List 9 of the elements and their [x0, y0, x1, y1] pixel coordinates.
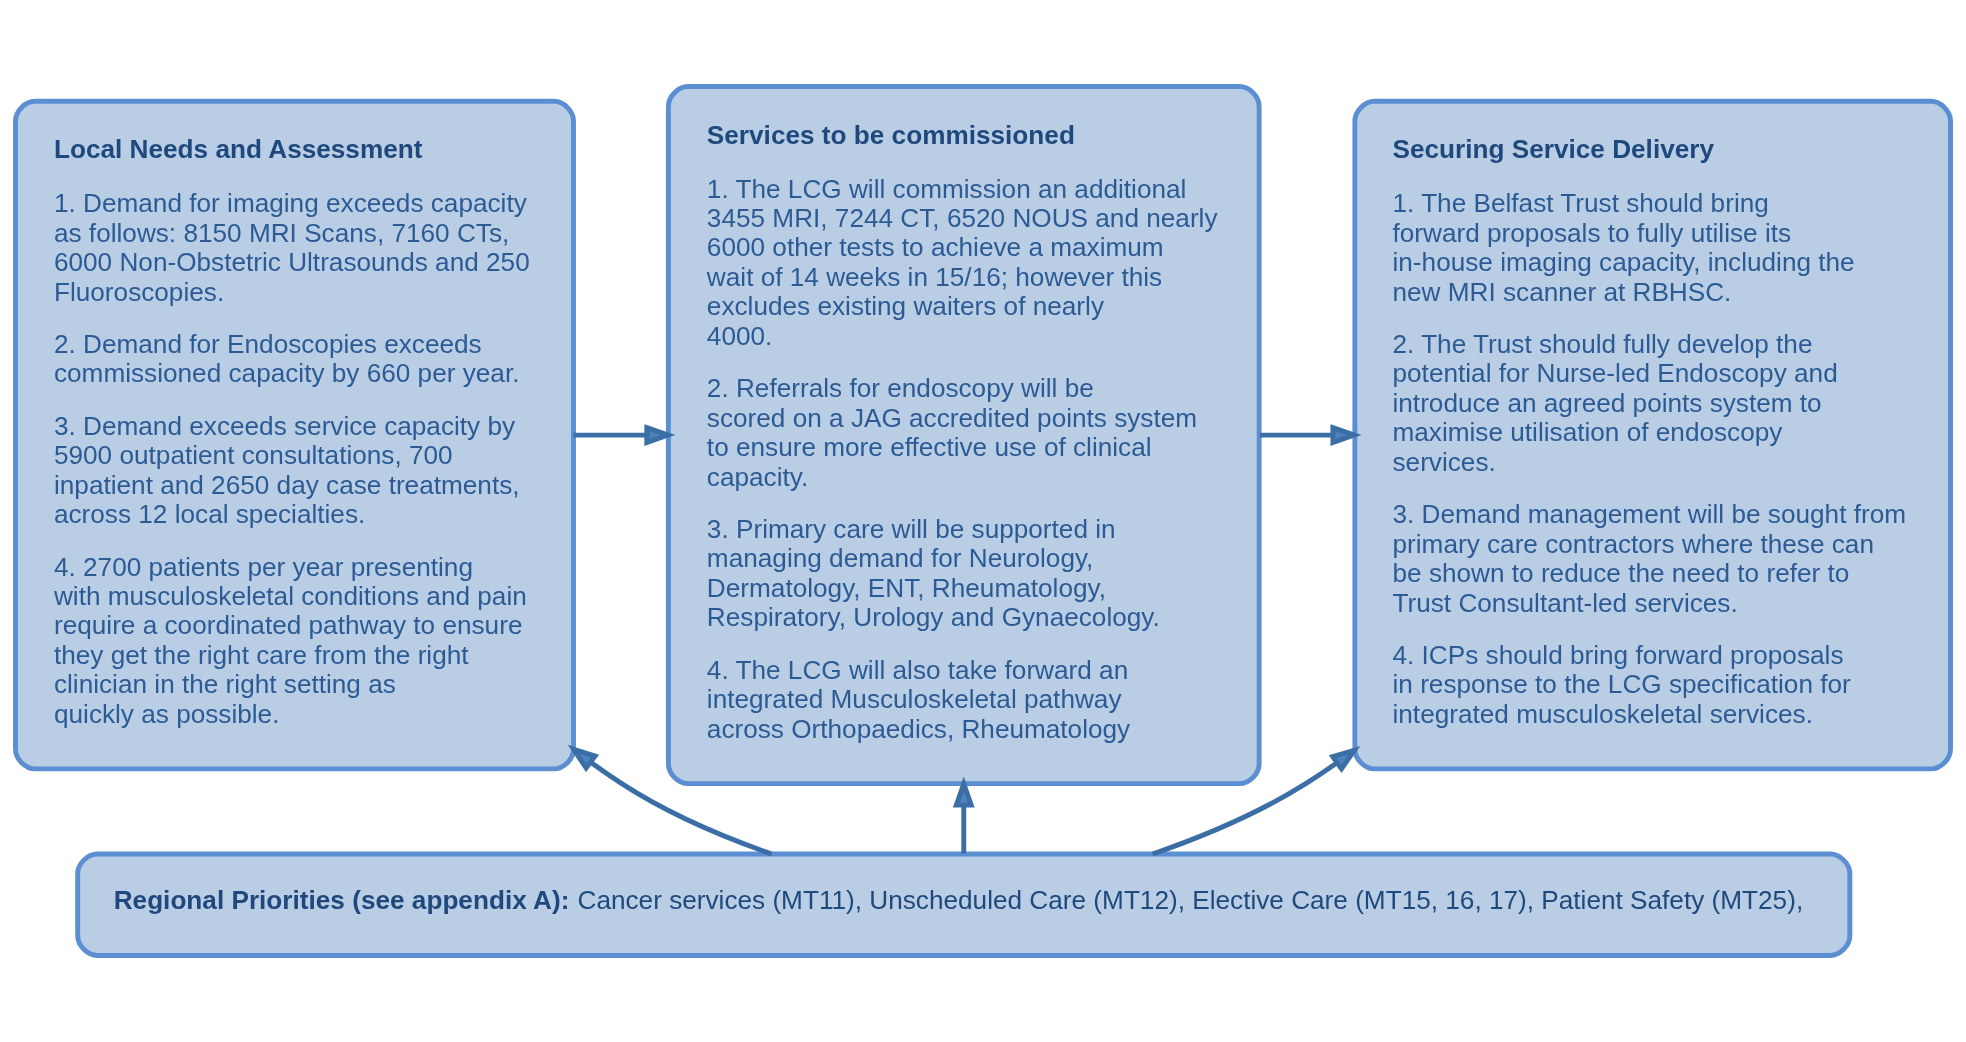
node-box: Regional Priorities (see appendix A): Cancer services (MT11), Unscheduled Care (MT12), Elective Care (MT15, 16, 17), Patient Safety (MT25), — [75, 851, 1853, 958]
arrow — [1151, 745, 1361, 857]
arrow — [573, 424, 676, 446]
node-box: Local Needs and Assessment 1. Demand for imaging exceeds capacity as follows: 8150 MRI Scans, 7160 CTs, 6000 Non-Obstetric Ultrasounds and 250 Fluoroscopies. 2. Demand for Endoscopies exceeds commissioned capacity by 660 per year. 3. Demand exceeds service capacity by 5900 outpatient consultations, 700 inpatient and 2650 day case treatments, across 12 local specialties. 4. 2700 patients per year presenting with musculoskeletal conditions and pain require a coordinated pathway to ensure they get the right care from the right clinician in the right setting as quickly as possible. — [13, 98, 576, 772]
node-box: Services to be commissioned 1. The LCG will commission an additional 3455 MRI, 7244 CT, 6520 NOUS and nearly 6000 other tests to achieve a maximum wait of 14 weeks in 15/16; however this excludes existing waiters of nearly 4000. 2. Referrals for endoscopy will be scored on a JAG accredited points system to ensure more effective use of clinical capacity. 3. Primary care will be supported in managing demand for Neurology, Dermatology, ENT, Rheumatology, Respiratory, Urology and Gynaecology. 4. The LCG will also take forward an integrated Musculoskeletal pathway across Orthopaedics, Rheumatology — [665, 84, 1262, 787]
arrow — [567, 744, 773, 857]
arrow — [952, 776, 975, 854]
arrow — [1259, 424, 1362, 446]
node-box: Securing Service Delivery 1. The Belfast Trust should bring forward proposals to fully utilise its in-house imaging capacity, including the new MRI scanner at RBHSC. 2. The Trust should fully develop the potential for Nurse-led Endoscopy and introduce an agreed points system to maximise utilisation of endoscopy services. 3. Demand management will be sought from primary care contractors where these can be shown to reduce the need to refer to Trust Consultant-led services. 4. ICPs should bring forward proposals in response to the LCG specification for integrated musculoskeletal services. — [1352, 98, 1953, 772]
